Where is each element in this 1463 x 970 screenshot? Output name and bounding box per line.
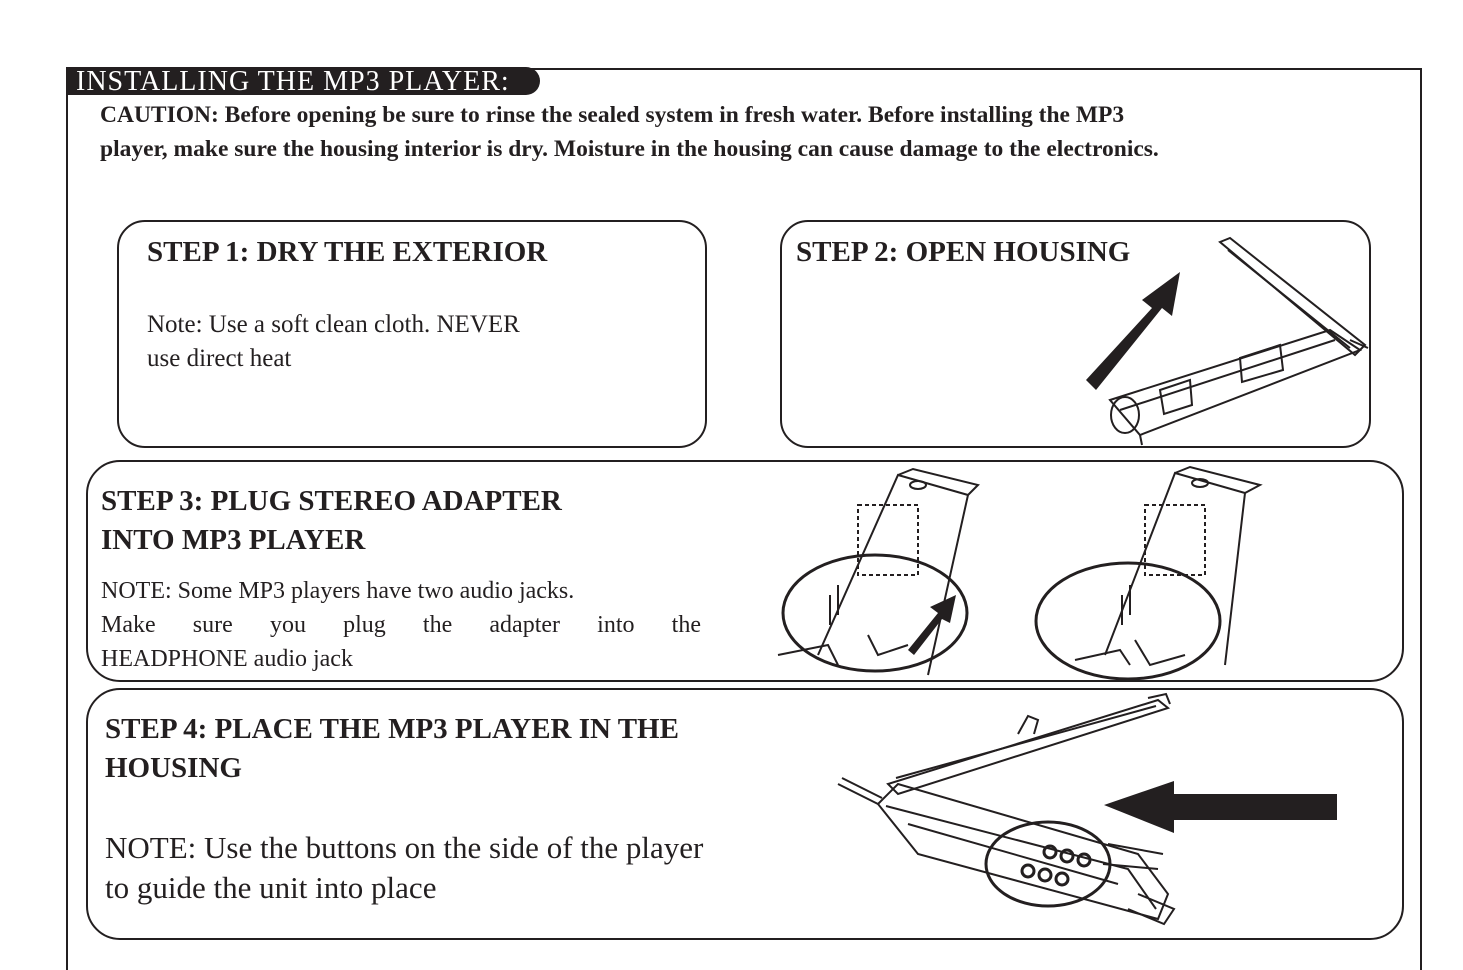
step-1-note-line-2: use direct heat <box>147 345 292 372</box>
step-3-box: STEP 3: PLUG STEREO ADAPTER INTO MP3 PLA… <box>86 460 1404 682</box>
step-3-note-line-3: HEADPHONE audio jack <box>101 646 353 672</box>
caution-line-2: player, make sure the housing interior i… <box>100 136 1159 162</box>
step-4-heading: STEP 4: PLACE THE MP3 PLAYER IN THE HOUS… <box>105 710 679 788</box>
step-4-box: STEP 4: PLACE THE MP3 PLAYER IN THE HOUS… <box>86 688 1404 940</box>
up-arrow-icon <box>908 595 956 655</box>
highlight-circle <box>781 553 969 673</box>
step-3-heading-line-1: STEP 3: PLUG STEREO ADAPTER <box>101 485 562 517</box>
step-1-heading: STEP 1: DRY THE EXTERIOR <box>147 236 548 268</box>
caution-line-1: CAUTION: Before opening be sure to rinse… <box>100 102 1125 128</box>
section-banner: INSTALLING THE MP3 PLAYER: <box>66 67 540 97</box>
caution-text: CAUTION: Before opening be sure to rinse… <box>100 98 1390 166</box>
place-player-illustration <box>837 692 1337 926</box>
step-1-note: Note: Use a soft clean cloth. NEVER use … <box>147 308 667 376</box>
step-2-box: STEP 2: OPEN HOUSING <box>780 220 1371 448</box>
section-frame <box>66 68 1422 970</box>
step-2-heading: STEP 2: OPEN HOUSING <box>796 236 1131 268</box>
up-arrow-icon <box>1086 272 1180 390</box>
step-3-note: NOTE: Some MP3 players have two audio ja… <box>101 574 701 676</box>
step-4-note: NOTE: Use the buttons on the side of the… <box>105 828 765 908</box>
step-4-note-line-2: to guide the unit into place <box>105 870 437 905</box>
highlight-circle <box>984 820 1112 908</box>
step-3-heading: STEP 3: PLUG STEREO ADAPTER INTO MP3 PLA… <box>101 482 562 560</box>
plug-adapter-illustration-right <box>1034 465 1263 681</box>
step-4-heading-line-1: STEP 4: PLACE THE MP3 PLAYER IN THE <box>105 713 679 745</box>
step-1-note-line-1: Note: Use a soft clean cloth. NEVER <box>147 311 520 338</box>
step-4-note-line-1: NOTE: Use the buttons on the side of the… <box>105 830 704 865</box>
step-3-note-line-2: Make sure you plug the adapter into the <box>101 612 701 638</box>
step-1-box: STEP 1: DRY THE EXTERIOR Note: Use a sof… <box>117 220 707 448</box>
left-arrow-icon <box>1104 781 1337 833</box>
plug-adapter-illustration-left <box>777 467 980 676</box>
open-housing-illustration <box>1086 236 1369 446</box>
step-3-heading-line-2: INTO MP3 PLAYER <box>101 524 366 556</box>
highlight-circle <box>1034 561 1222 681</box>
step-3-note-line-1: NOTE: Some MP3 players have two audio ja… <box>101 578 575 604</box>
step-4-heading-line-2: HOUSING <box>105 752 242 784</box>
